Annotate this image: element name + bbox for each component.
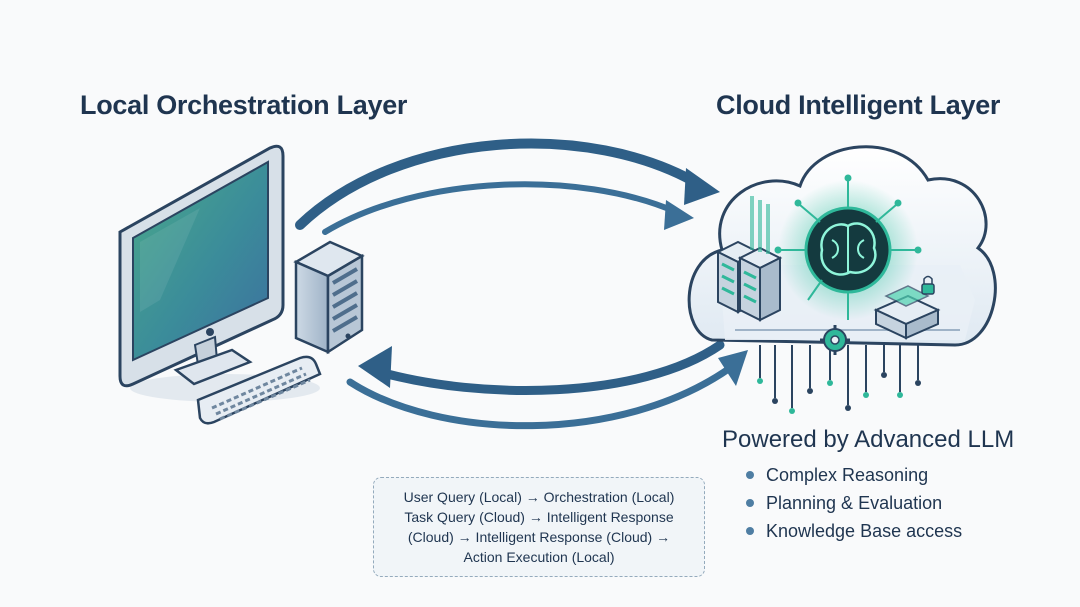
- llm-feature-item: Knowledge Base access: [746, 520, 1062, 542]
- llm-feature-item: Planning & Evaluation: [746, 492, 1062, 514]
- llm-feature-list: Complex Reasoning Planning & Evaluation …: [722, 464, 1062, 542]
- arrow-head-lower: [718, 350, 748, 386]
- arrow-head-inner: [664, 200, 694, 230]
- flow-line: User Query (Local) → Orchestration (Loca…: [403, 489, 675, 505]
- gear-icon: [820, 325, 850, 355]
- brain-icon: [774, 174, 922, 320]
- bullet-icon: [746, 527, 754, 535]
- cloud-layer-title: Cloud Intelligent Layer: [716, 90, 1001, 120]
- llm-panel: Powered by Advanced LLM Complex Reasonin…: [722, 426, 1062, 548]
- flow-line: Task Query (Cloud) → Intelligent Respons…: [404, 509, 674, 525]
- flow-description-box: User Query (Local) → Orchestration (Loca…: [373, 477, 705, 577]
- llm-feature-label: Knowledge Base access: [766, 521, 963, 541]
- circuit-lines: [757, 345, 921, 414]
- arrow-head-outer: [684, 168, 720, 205]
- flow-line: (Cloud) → Intelligent Response (Cloud) →: [407, 529, 671, 545]
- desktop-monitor-icon: [118, 144, 320, 402]
- lock-icon: [921, 275, 935, 295]
- flow-arrows: [295, 138, 748, 430]
- arrow-to-cloud-lower: [346, 364, 734, 430]
- llm-heading: Powered by Advanced LLM: [722, 426, 1015, 453]
- arrow-to-cloud-inner: [322, 181, 679, 235]
- arrow-head-to-local: [358, 346, 392, 388]
- bullet-icon: [746, 499, 754, 507]
- llm-feature-item: Complex Reasoning: [746, 464, 1062, 486]
- arrow-to-local-upper: [375, 340, 725, 395]
- keyboard-icon: [196, 355, 322, 425]
- server-rack-icon: [873, 285, 941, 340]
- llm-feature-label: Planning & Evaluation: [766, 493, 943, 513]
- arrow-to-cloud-outer: [295, 138, 705, 230]
- local-layer-title: Local Orchestration Layer: [80, 90, 408, 120]
- server-tower-icon: [293, 240, 365, 355]
- cloud-server-rack-icon: [715, 196, 783, 322]
- bullet-icon: [746, 471, 754, 479]
- flow-line: Action Execution (Local): [463, 549, 615, 565]
- llm-feature-label: Complex Reasoning: [766, 465, 929, 485]
